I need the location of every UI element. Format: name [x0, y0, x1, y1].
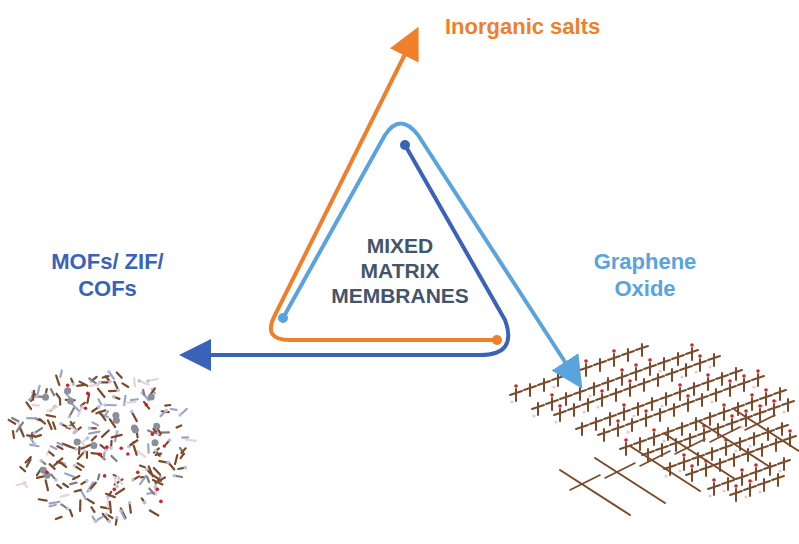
start-dot [400, 140, 410, 150]
node-text: Inorganic salts [445, 14, 600, 40]
node-text: Graphene Oxide [570, 248, 720, 302]
connector-arrow [187, 145, 508, 355]
node-text: MOFs/ ZIF/ COFs [20, 248, 195, 302]
connector-arrow [271, 34, 497, 340]
node-text: MIXED MATRIX MEMBRANES [325, 233, 475, 308]
start-dot [492, 335, 502, 345]
connector-arrow [283, 124, 578, 383]
branch-label: Graphene Oxide [570, 248, 720, 302]
branch-label: Inorganic salts [445, 14, 600, 40]
start-dot [278, 313, 288, 323]
branch-label: MOFs/ ZIF/ COFs [20, 248, 195, 302]
center-node: MIXED MATRIX MEMBRANES [325, 233, 475, 308]
